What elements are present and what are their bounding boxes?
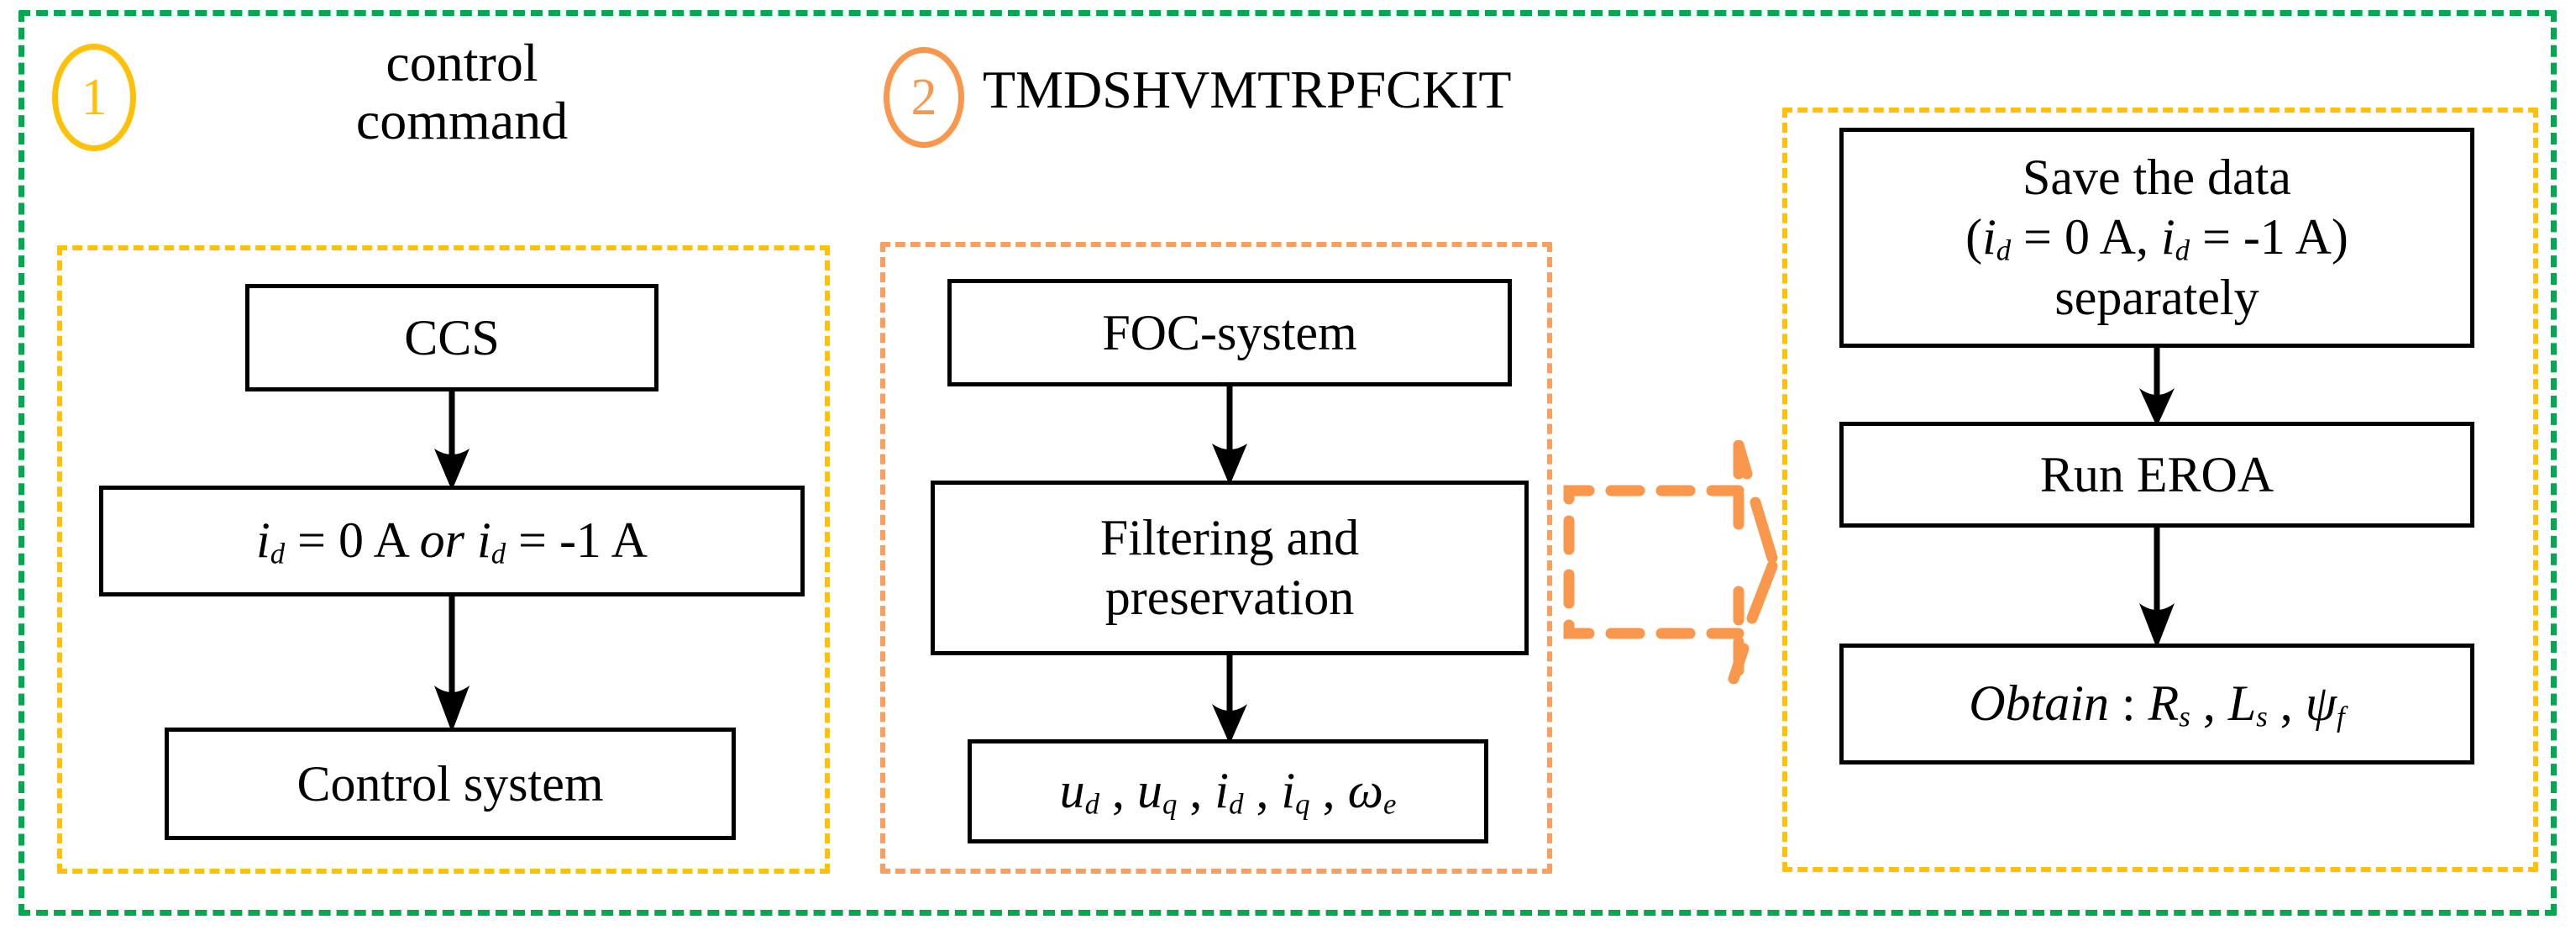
node-foc-system-label: FOC-system [1102, 304, 1357, 360]
node-id-command[interactable]: id = 0 A or id = -1 A [99, 486, 805, 596]
arrow-foc-to-filtering [1207, 383, 1252, 486]
node-signals[interactable]: ud , uq , id , iq , ωe [968, 739, 1488, 843]
arrow-ccs-to-id-command [429, 388, 475, 491]
node-obtain-label: Obtain : Rs , Ls , ψf [1969, 675, 2345, 733]
node-save-data[interactable]: Save the data(id = 0 A, id = -1 A)separa… [1839, 128, 2474, 348]
arrow-filtering-to-signals [1207, 652, 1252, 744]
node-filtering-preservation-label: Filtering and preservation [1099, 510, 1360, 625]
node-id-command-label: id = 0 A or id = -1 A [256, 512, 648, 570]
node-control-system[interactable]: Control system [165, 728, 736, 840]
step-badge-1: 1 [52, 44, 136, 151]
node-filtering-preservation[interactable]: Filtering and preservation [931, 481, 1529, 655]
node-ccs-label: CCS [404, 309, 500, 365]
section-1-title: control command [355, 33, 569, 151]
section-3-panel [1782, 108, 2538, 872]
node-control-system-label: Control system [296, 755, 604, 812]
step-badge-1-label: 1 [81, 69, 108, 126]
section-2-title: TMDSHVMTRPFCKIT [983, 60, 1512, 119]
connector-arrow-section2-to-section3 [1561, 440, 1813, 684]
node-run-eroa-label: Run EROA [2039, 446, 2274, 502]
node-foc-system[interactable]: FOC-system [947, 279, 1512, 386]
node-signals-label: ud , uq , id , iq , ωe [1059, 763, 1397, 821]
node-save-data-label: Save the data(id = 0 A, id = -1 A)separa… [1965, 150, 2348, 325]
arrow-run-eroa-to-obtain [2134, 524, 2180, 649]
node-run-eroa[interactable]: Run EROA [1839, 422, 2474, 528]
arrow-save-data-to-run-eroa [2134, 344, 2180, 427]
step-badge-2: 2 [884, 47, 964, 148]
arrow-id-command-to-control-system [429, 593, 475, 733]
section-1-panel [57, 245, 830, 874]
node-ccs[interactable]: CCS [245, 284, 658, 391]
section-2-panel [880, 242, 1552, 874]
step-badge-2-label: 2 [910, 69, 937, 126]
outer-green-frame [18, 10, 2557, 916]
node-obtain[interactable]: Obtain : Rs , Ls , ψf [1839, 644, 2474, 764]
